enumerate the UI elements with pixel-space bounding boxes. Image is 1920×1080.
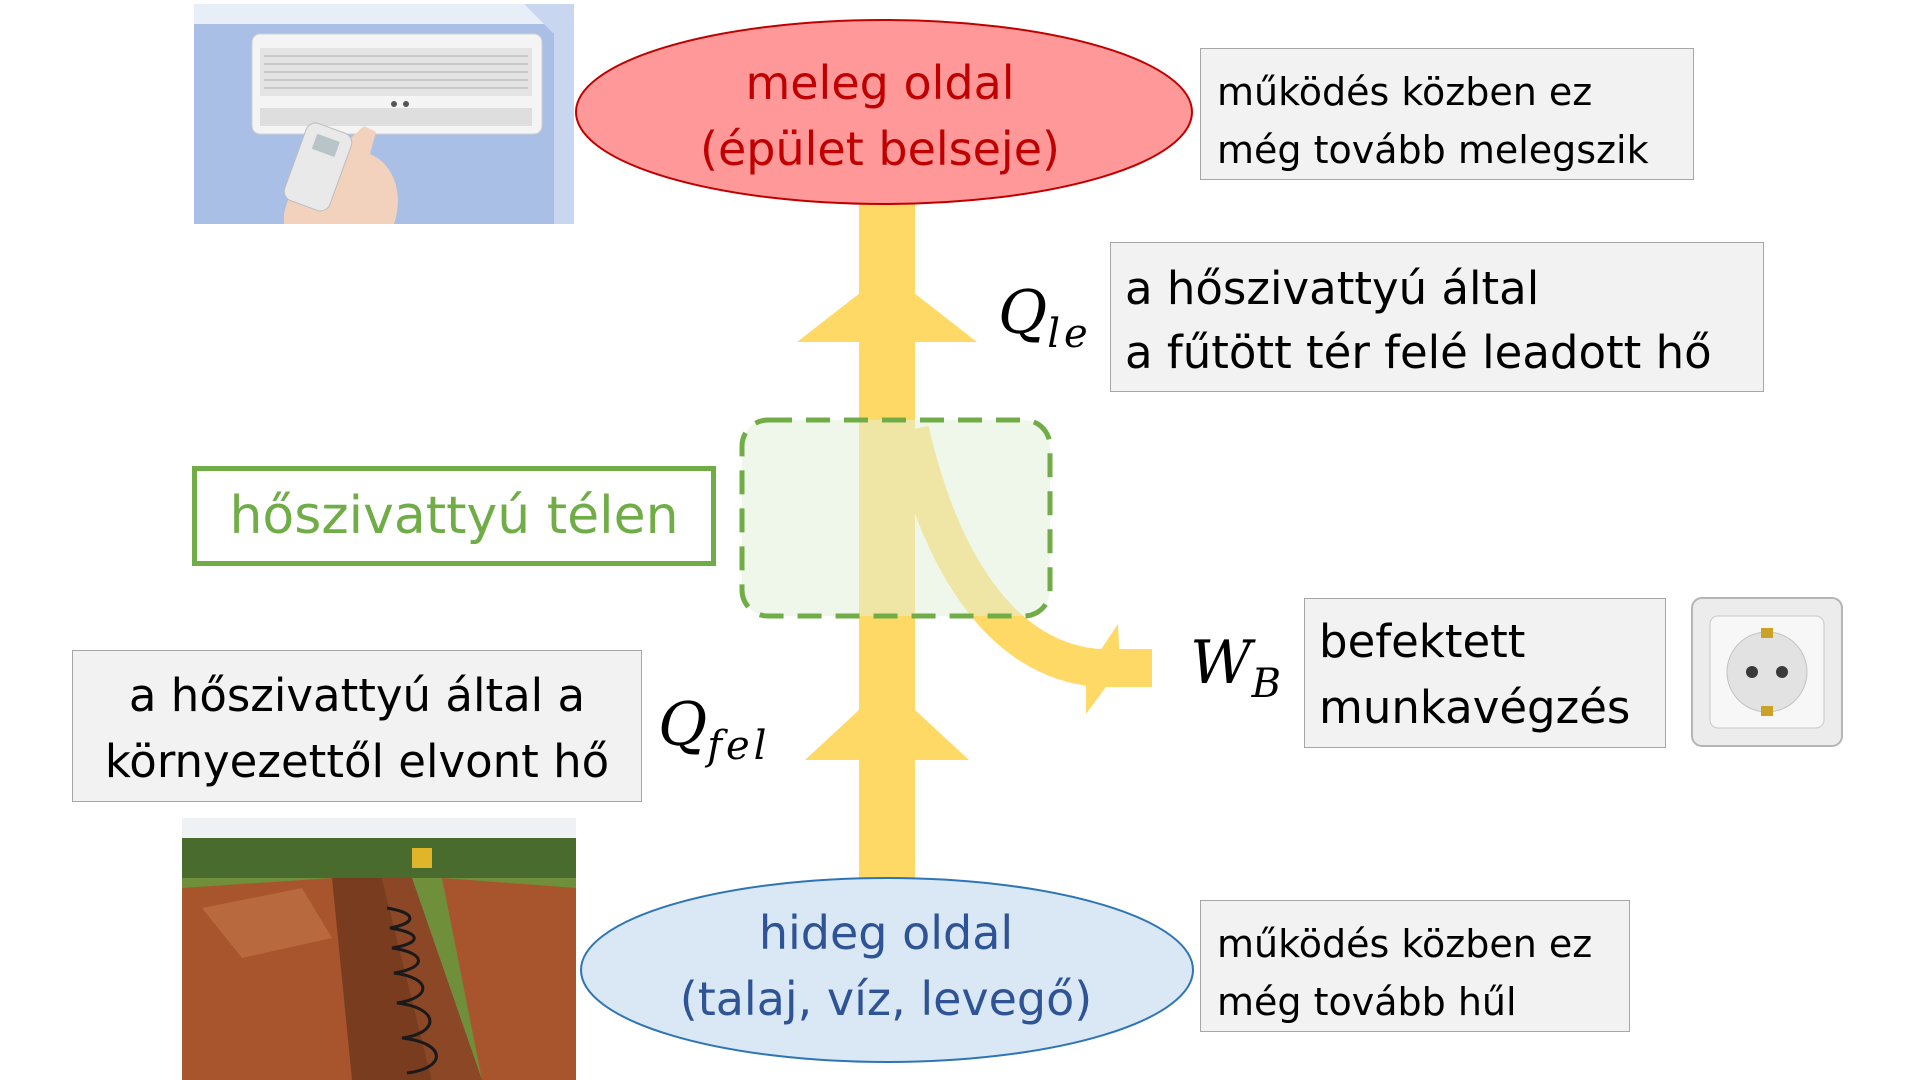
heat-pump-label: hőszivattyú télen	[192, 466, 716, 566]
w-b-note-line2: munkavégzés	[1319, 681, 1631, 734]
q-le-note-line1: a hőszivattyú által	[1125, 262, 1540, 315]
upper-arrowhead	[797, 272, 977, 342]
w-b-note-line1: befektett	[1319, 615, 1526, 668]
heat-pump-region	[739, 417, 1053, 619]
q-fel-note: a hőszivattyú által a környezettől elvon…	[72, 650, 642, 802]
q-fel-note-line1: a hőszivattyú által a	[128, 669, 586, 722]
lower-arrowhead	[805, 684, 969, 760]
w-b-sub: B	[1251, 661, 1286, 707]
cold-side-ellipse	[580, 877, 1194, 1063]
w-b-note: befektett munkavégzés	[1304, 598, 1666, 748]
q-fel-symbol: Qfel	[658, 690, 770, 769]
work-input-tail	[1086, 624, 1120, 714]
hot-note-line1: működés közben ez	[1217, 70, 1593, 114]
hot-note-line2: még tovább melegszik	[1217, 128, 1649, 172]
hot-side-note: működés közben ez még tovább melegszik	[1200, 48, 1694, 180]
air-conditioner-photo	[194, 4, 574, 224]
wall-socket-photo	[1690, 596, 1844, 748]
w-b-symbol: WB	[1190, 628, 1285, 707]
q-fel-sub: fel	[707, 723, 771, 769]
cold-side-label: hideg oldal (talaj, víz, levegő)	[586, 900, 1186, 1032]
q-fel-main: Q	[658, 690, 708, 760]
cold-side-note: működés közben ez még tovább hűl	[1200, 900, 1630, 1032]
cold-note-line2: még tovább hűl	[1217, 980, 1517, 1024]
q-le-main: Q	[998, 278, 1048, 348]
q-le-note-line2: a fűtött tér felé leadott hő	[1125, 326, 1712, 379]
hot-side-ellipse	[575, 19, 1193, 205]
cold-note-line1: működés közben ez	[1217, 922, 1593, 966]
ground-collector-trench-photo	[182, 818, 576, 1080]
w-b-main: W	[1190, 628, 1252, 698]
hot-side-line1: meleg oldal	[745, 56, 1015, 110]
cold-side-line1: hideg oldal	[758, 906, 1014, 960]
q-le-symbol: Qle	[998, 278, 1092, 357]
q-le-note: a hőszivattyú által a fűtött tér felé le…	[1110, 242, 1764, 392]
hot-side-line2: (épület belseje)	[700, 122, 1060, 176]
hot-side-label: meleg oldal (épület belseje)	[580, 50, 1180, 182]
cold-side-line2: (talaj, víz, levegő)	[679, 972, 1093, 1026]
q-fel-note-line2: környezettől elvont hő	[104, 735, 610, 788]
q-le-sub: le	[1047, 311, 1092, 357]
